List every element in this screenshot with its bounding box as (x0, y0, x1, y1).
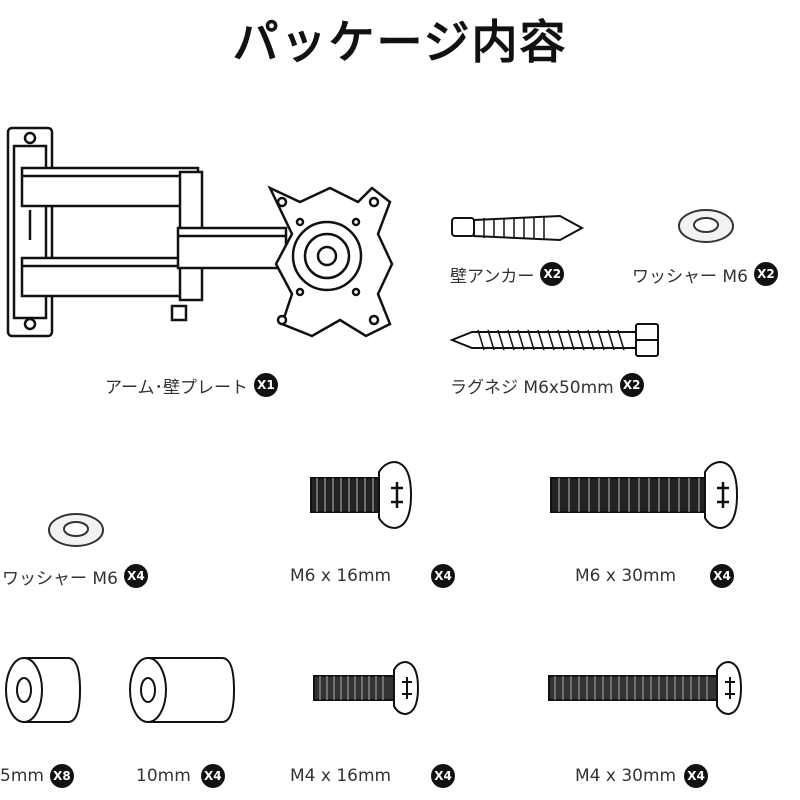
quantity-badge: X4 (684, 764, 709, 788)
screw-m4-16mm-illustration (313, 660, 420, 716)
quantity-badge: X4 (200, 764, 225, 788)
item-name: 壁アンカー (450, 266, 535, 287)
spacer-5mm-illustration (5, 657, 82, 723)
lag-screw-illustration (449, 323, 659, 357)
item-name: ラグネジ M6x50mm (450, 377, 614, 398)
item-label-lag-screw: ラグネジ M6x50mm X2 (450, 373, 644, 398)
quantity-badge: X1 (253, 373, 278, 397)
quantity-badge: X4 (431, 564, 456, 588)
screw-m4-30mm-illustration (548, 660, 743, 716)
item-label-m4-30mm: M4 x 30mm X4 (575, 764, 709, 788)
page-title: パッケージ内容 (232, 15, 568, 69)
quantity-badge: X8 (49, 764, 74, 788)
item-label-spacer-5mm: 5mm X8 (0, 764, 74, 788)
item-label-m6-16mm: M6 x 16mm X4 (290, 564, 456, 588)
screw-m6-16mm-illustration (310, 460, 413, 530)
item-label-washer-m6-x2: ワッシャー M6 X2 (632, 262, 778, 287)
item-name: ワッシャー M6 (632, 266, 748, 287)
item-label-arm-wall-plate: アーム･壁プレート X1 (105, 373, 278, 398)
item-label-m6-30mm: M6 x 30mm X4 (575, 564, 735, 588)
item-name: M4 x 16mm (290, 766, 392, 786)
item-name: 10mm (136, 766, 191, 786)
item-label-spacer-10mm: 10mm X4 (136, 764, 225, 788)
item-name: ワッシャー M6 (2, 568, 118, 589)
item-name: M6 x 16mm (290, 566, 392, 586)
item-label-wall-anchor: 壁アンカー X2 (450, 262, 565, 287)
wall-arm-mount-illustration (6, 126, 394, 338)
quantity-badge: X2 (540, 262, 565, 286)
quantity-badge: X4 (123, 564, 148, 588)
item-name: アーム･壁プレート (105, 377, 248, 398)
item-label-m4-16mm: M4 x 16mm X4 (290, 764, 456, 788)
item-label-washer-m6-x4: ワッシャー M6 X4 (2, 564, 148, 589)
quantity-badge: X4 (431, 764, 456, 788)
item-name: M4 x 30mm (575, 766, 677, 786)
item-name: M6 x 30mm (575, 566, 677, 586)
quantity-badge: X2 (619, 373, 644, 397)
quantity-badge: X2 (753, 262, 778, 286)
wall-anchor-illustration (451, 214, 585, 242)
spacer-10mm-illustration (129, 657, 236, 723)
quantity-badge: X4 (710, 564, 735, 588)
item-name: 5mm (0, 766, 44, 786)
washer-m6-illustration (678, 209, 734, 243)
washer-m6-x4-illustration (48, 513, 104, 547)
screw-m6-30mm-illustration (550, 460, 739, 530)
